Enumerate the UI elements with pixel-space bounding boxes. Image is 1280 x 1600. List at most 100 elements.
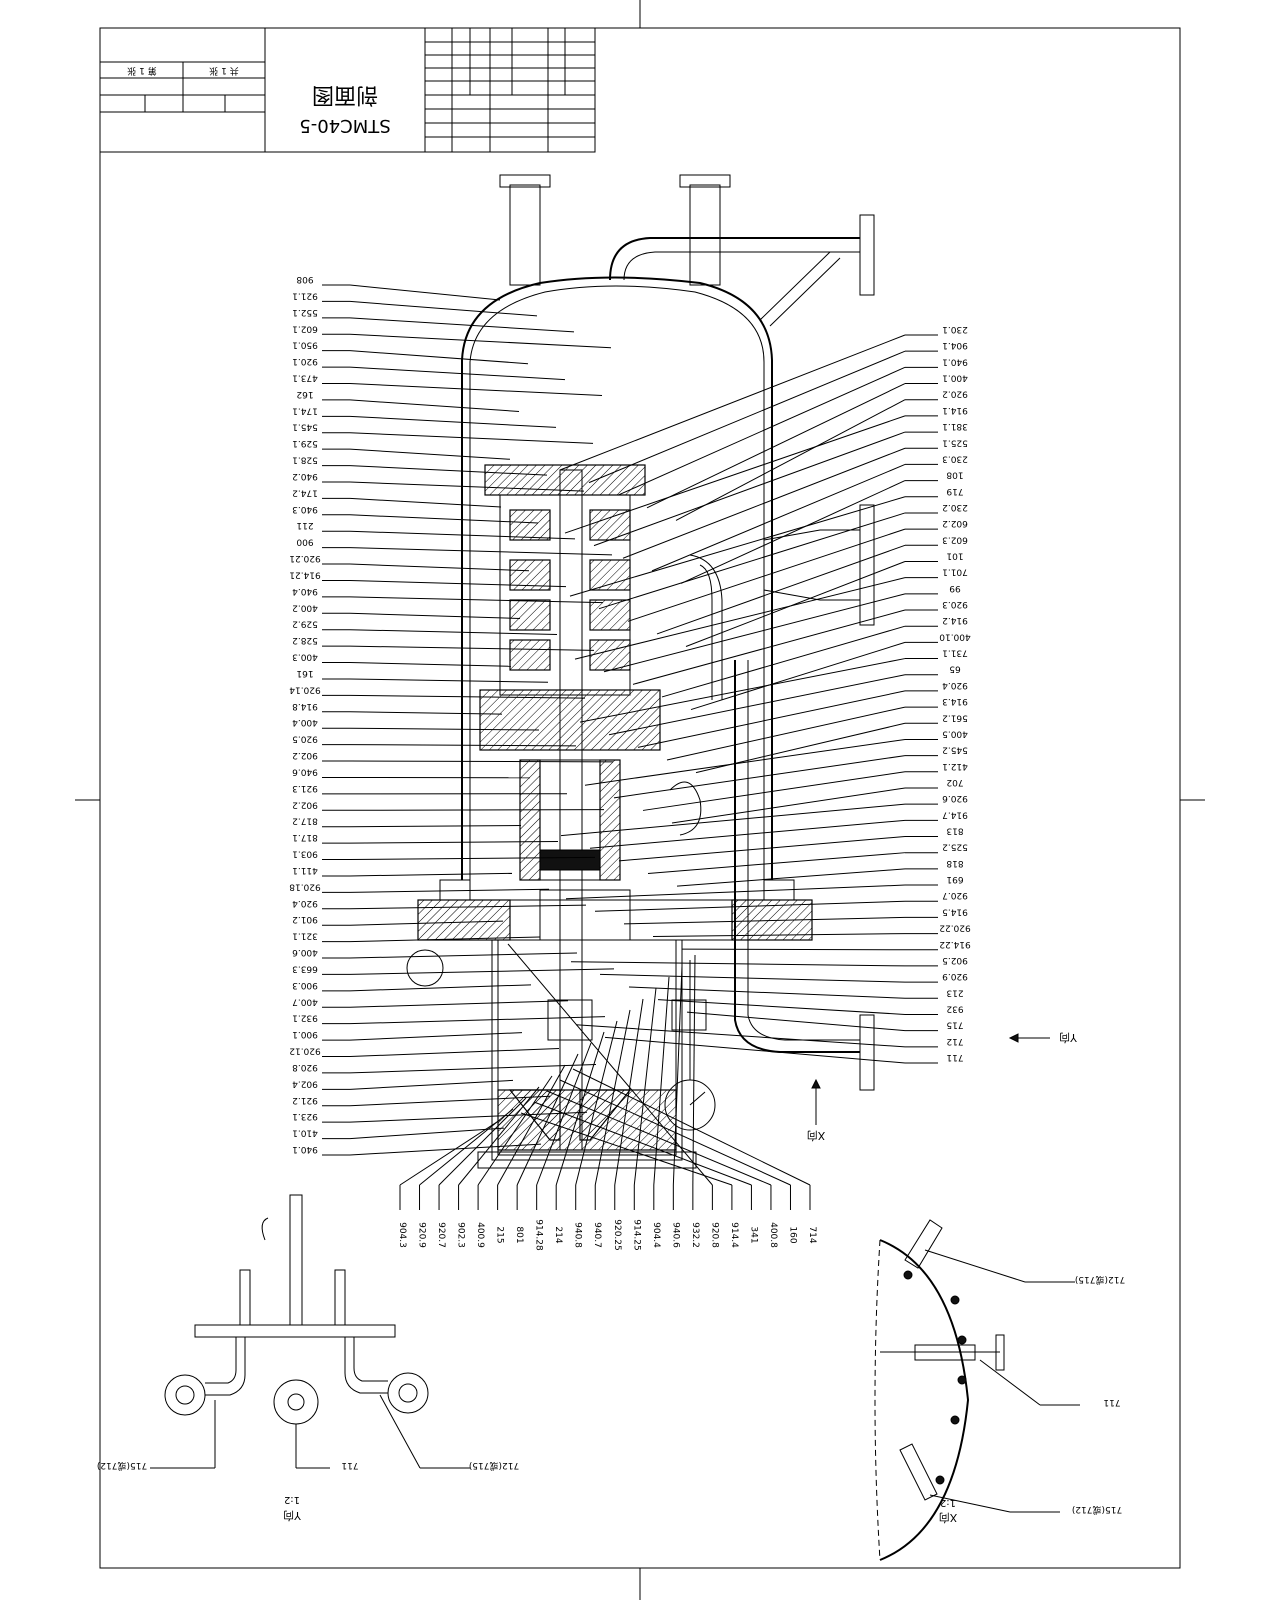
leader-line bbox=[651, 463, 906, 572]
callout-label: 932.1 bbox=[292, 1013, 318, 1023]
callout-label: 921.3 bbox=[292, 783, 318, 793]
callout-label: 932 bbox=[946, 1003, 963, 1013]
callout-label: 400.4 bbox=[292, 717, 318, 727]
leader-line bbox=[349, 1000, 569, 1008]
leader-line bbox=[349, 448, 511, 460]
leader-line bbox=[599, 973, 906, 983]
callout-label: 914.2 bbox=[942, 615, 968, 625]
callout-label: 914.7 bbox=[942, 809, 968, 819]
callout-label: 214 bbox=[553, 1226, 563, 1243]
sheet-total: 共 1 张 bbox=[209, 65, 238, 76]
drawing-frame bbox=[75, 0, 1205, 1600]
leader-line bbox=[349, 497, 502, 508]
leader-line bbox=[349, 888, 550, 893]
callout-label: 901.2 bbox=[292, 914, 318, 924]
leader-line bbox=[349, 547, 613, 556]
leader-line bbox=[681, 948, 906, 951]
leader-line bbox=[349, 825, 522, 828]
leader-line bbox=[633, 987, 657, 1186]
callout-label: 914.5 bbox=[942, 906, 968, 916]
view-arrows: Y向 X向 bbox=[807, 1031, 1078, 1143]
leader-line bbox=[608, 674, 906, 736]
callout-label: 715 bbox=[946, 1020, 963, 1030]
leader-line bbox=[349, 662, 512, 667]
leader-line bbox=[349, 1143, 542, 1156]
callout-label: 920.8 bbox=[292, 1062, 318, 1072]
leader-line bbox=[661, 625, 906, 698]
callout-label: 902.3 bbox=[456, 1222, 466, 1248]
leader-line bbox=[560, 803, 906, 837]
callout-label: 174.1 bbox=[292, 405, 318, 415]
leader-line bbox=[497, 1064, 566, 1186]
callout-label: 904.3 bbox=[397, 1222, 407, 1248]
leader-line bbox=[349, 366, 566, 381]
callout-label: 920.9 bbox=[417, 1222, 427, 1248]
leader-line bbox=[349, 1048, 560, 1058]
callout-label: 65 bbox=[949, 664, 960, 674]
leader-line bbox=[349, 968, 615, 975]
callout-label: 701.1 bbox=[942, 567, 968, 577]
callout-label: 813 bbox=[946, 826, 963, 836]
leader-line bbox=[642, 771, 906, 811]
callouts-left: 908921.1552.1602.1950.1920.1473.1162174.… bbox=[97, 274, 519, 1472]
callout-label: 940.6 bbox=[670, 1222, 680, 1248]
callout-label: 321.1 bbox=[292, 931, 318, 941]
callout-label: 545.2 bbox=[942, 745, 968, 755]
leader-line bbox=[617, 366, 906, 496]
callout-label: 914.25 bbox=[631, 1219, 641, 1251]
leader-line bbox=[623, 916, 906, 925]
leader-line bbox=[349, 920, 504, 926]
callout-label: 801 bbox=[514, 1226, 524, 1243]
callout-label: 412.1 bbox=[942, 761, 968, 771]
sheet-number: 第 1 张 bbox=[127, 65, 156, 77]
leader-lines-bottom bbox=[399, 943, 811, 1210]
callout-label: 561.2 bbox=[942, 712, 968, 722]
leader-line bbox=[536, 1042, 592, 1186]
callout-label: 552.1 bbox=[292, 307, 318, 317]
callout-label: 400.7 bbox=[292, 996, 318, 1006]
leader-line bbox=[349, 481, 585, 492]
leader-line bbox=[671, 787, 906, 824]
leader-line bbox=[622, 447, 906, 559]
leader-line bbox=[349, 711, 503, 715]
leader-line bbox=[349, 1032, 523, 1041]
callout-label: 160 bbox=[787, 1226, 797, 1243]
callout-label: 920.5 bbox=[292, 734, 318, 744]
leader-line bbox=[349, 300, 538, 317]
callout-label: 902.5 bbox=[942, 955, 968, 965]
leader-line bbox=[559, 334, 906, 471]
leader-line bbox=[349, 1095, 551, 1107]
callout-label: 940.1 bbox=[942, 356, 968, 366]
leader-line bbox=[692, 954, 696, 1186]
leader-line bbox=[349, 415, 557, 428]
callout-label: 914.3 bbox=[942, 696, 968, 706]
leader-line bbox=[419, 1108, 514, 1186]
callout-label: 914.4 bbox=[729, 1222, 739, 1248]
callout-label: 714 bbox=[807, 1226, 817, 1243]
view-x-scale: 1:2 bbox=[940, 1497, 956, 1508]
callout-label: 712 bbox=[946, 1036, 963, 1046]
callout-label: 400.5 bbox=[942, 728, 968, 738]
callout-label: 920.12 bbox=[289, 1046, 321, 1056]
view-x-detail: X向 1:2 bbox=[874, 1219, 1080, 1561]
view-y-callout: 711 bbox=[341, 1460, 358, 1470]
callout-label: 902.2 bbox=[292, 750, 318, 760]
callout-label: 525.1 bbox=[942, 437, 968, 447]
leader-line bbox=[349, 514, 539, 524]
leader-line bbox=[647, 852, 906, 874]
callout-label: 230.3 bbox=[942, 453, 968, 463]
callout-label: 400.9 bbox=[475, 1222, 485, 1248]
leader-line bbox=[349, 760, 614, 763]
view-x-callout: 712(或715) bbox=[1075, 1274, 1125, 1286]
leader-line bbox=[593, 431, 906, 547]
leader-line bbox=[349, 727, 540, 731]
callout-label: 602.1 bbox=[292, 323, 318, 333]
leader-line bbox=[349, 432, 594, 444]
callout-label: 602.2 bbox=[942, 518, 968, 528]
callout-label: 525.2 bbox=[942, 842, 968, 852]
leader-line bbox=[555, 1031, 605, 1186]
callout-label: 900 bbox=[296, 537, 313, 547]
leader-line bbox=[564, 415, 906, 534]
leader-line bbox=[579, 658, 906, 723]
